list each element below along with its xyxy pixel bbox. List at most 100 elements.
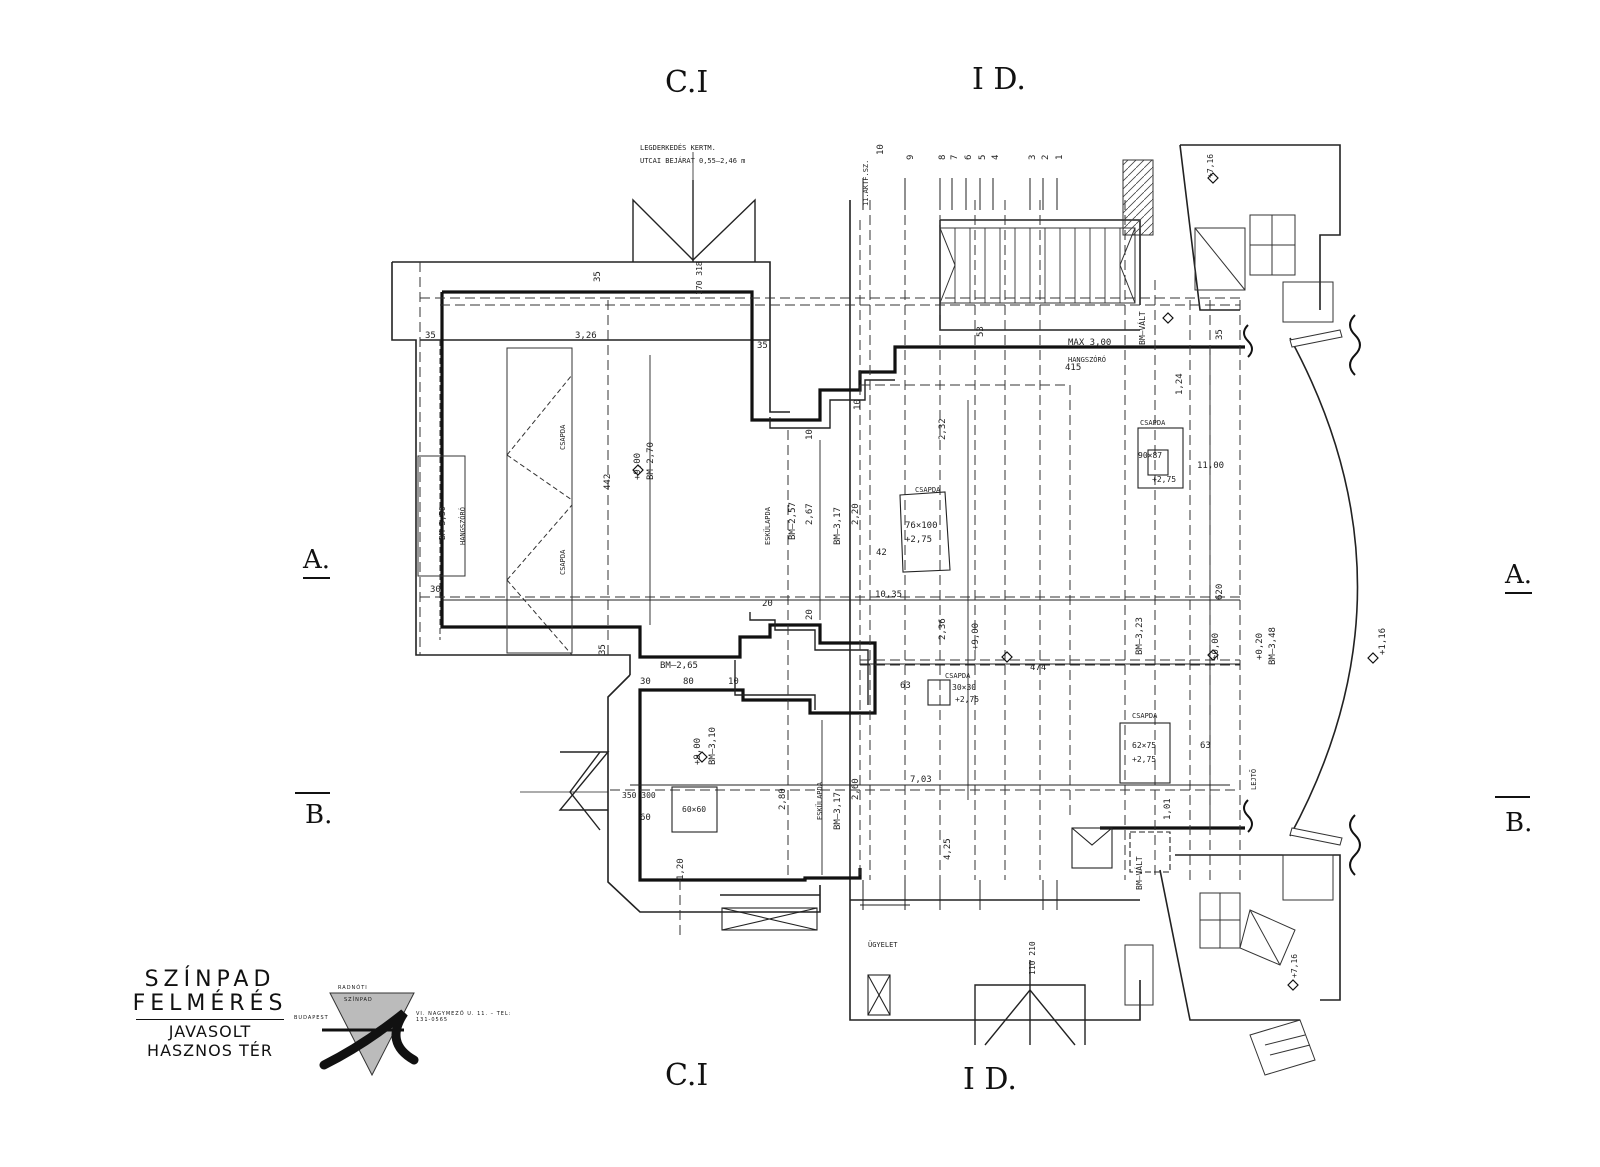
top-entrance-doors xyxy=(632,152,756,262)
label-csapda-2: CSAPDA xyxy=(559,549,567,575)
dim-260: 2,60 xyxy=(851,778,861,800)
lvl-900-a: +9,00 xyxy=(633,453,643,480)
section-label-right-b: B. xyxy=(1505,808,1533,838)
tick-10: 10 xyxy=(876,144,886,155)
dim-35: 35 xyxy=(425,331,436,341)
label-csapda-1: CSAPDA xyxy=(559,424,567,450)
label-hangszoro-1: HANGSZÓRÓ xyxy=(458,507,467,545)
dim-110-210: 110 210 xyxy=(1028,941,1037,975)
lvl-275-c: +2,75 xyxy=(955,695,979,704)
section-label-left-a: A. xyxy=(303,545,331,579)
lvl-716-a: +7,16 xyxy=(1206,154,1215,178)
dim-236: 2,36 xyxy=(938,618,948,640)
legend-line-3: JAVASOLT xyxy=(168,1022,252,1041)
dim-10b: 10 xyxy=(805,429,815,440)
logo-address: VI. NAGYMEZŐ U. 11. – TEL: 131-0565 xyxy=(416,1011,512,1023)
tick-lift: 11.AKTF.SZ. xyxy=(862,160,870,206)
dim-42: 42 xyxy=(876,548,887,558)
label-max: MAX 3,00 xyxy=(1068,338,1111,348)
dim-63b: 63 xyxy=(1200,741,1211,751)
dim-53: 53 xyxy=(976,326,986,337)
dim-226: 3,26 xyxy=(575,331,597,341)
top-stair xyxy=(939,227,1136,304)
lvl-275-d: +2,75 xyxy=(1132,755,1156,764)
label-eskulapda-2: ESKÜLAPDA xyxy=(815,781,824,820)
break-lines xyxy=(1243,314,1361,876)
tick-8: 8 xyxy=(938,155,948,160)
tick-6: 6 xyxy=(964,155,974,160)
dim-1100: 11,00 xyxy=(1197,461,1224,471)
label-eskulapda-1: ESKÜLAPDA xyxy=(763,506,772,545)
dim-10c: 10 xyxy=(853,399,863,410)
dim-63: 63 xyxy=(900,681,911,691)
tag-bm-317b: BM–3,17 xyxy=(833,792,843,830)
lvl-020: +0,20 xyxy=(1255,633,1265,660)
dim-20b: 20 xyxy=(805,609,815,620)
drawing-legend: SZÍNPAD FELMÉRÉS JAVASOLT HASZNOS TÉR xyxy=(130,968,290,1060)
lvl-116: +1,16 xyxy=(1378,628,1388,655)
dim-350-300: 350 300 xyxy=(622,791,656,800)
level-markers xyxy=(632,172,1379,991)
left-entrance-doors xyxy=(520,751,610,831)
dim-620: 620 xyxy=(1215,584,1225,600)
outer-walls xyxy=(391,144,1359,1021)
annotation-text: LEGDERKEDÉS KERTM. UTCAI BEJÁRAT 0,55–2,… xyxy=(425,143,1388,978)
section-cuts xyxy=(295,792,1530,798)
label-csapda-6: CSAPDA xyxy=(1132,712,1158,720)
dim-425: 4,25 xyxy=(943,838,953,860)
tag-bm-valt-1: BM–VÁLT xyxy=(1136,311,1147,345)
dim-120: 1,20 xyxy=(676,858,686,880)
dashed-grid xyxy=(419,200,1241,935)
legend-line-2: FELMÉRÉS xyxy=(132,991,288,1016)
dim-30: 30 xyxy=(430,585,441,595)
legend-line-4: HASZNOS TÉR xyxy=(147,1041,273,1060)
left-trapdoors xyxy=(417,340,573,656)
tag-bm-310: BM–3,10 xyxy=(708,727,718,765)
dim-80: 80 xyxy=(683,677,694,687)
box-76-100: 76×100 xyxy=(905,521,938,531)
dim-474: 474 xyxy=(1030,663,1046,673)
dim-60: 60 xyxy=(640,813,651,823)
tick-4: 4 xyxy=(991,155,1001,160)
dim-442: 442 xyxy=(603,474,613,490)
tag-bm-270: BM–2,70 xyxy=(646,442,656,480)
lvl-275-a: +2,75 xyxy=(905,535,932,545)
section-label-right-a: A. xyxy=(1505,560,1533,594)
bottom-entrance-door xyxy=(974,960,1086,1046)
label-ugyelet: ÜGYELET xyxy=(868,940,898,949)
dim-35b: 35 xyxy=(757,341,768,351)
dim-30b: 30 xyxy=(640,677,651,687)
dimension-lines xyxy=(442,350,1240,906)
dim-35e: 35 xyxy=(1215,329,1225,340)
logo-city: BUDAPEST xyxy=(294,1015,329,1021)
box-60-60: 60×60 xyxy=(682,805,706,814)
tag-bm-257: BM–2,57 xyxy=(788,502,798,540)
label-hangszoro-2: HANGSZÓRÓ xyxy=(1068,355,1106,364)
logo-mark-icon xyxy=(319,992,419,1077)
tag-bm-317: BM–3,17 xyxy=(833,507,843,545)
tick-1: 1 xyxy=(1055,155,1065,160)
lvl-900-c: +9,00 xyxy=(693,738,703,765)
box-62-75: 62×75 xyxy=(1132,741,1156,750)
legend-rule xyxy=(136,1019,284,1020)
lvl-900-b: +9,00 xyxy=(971,623,981,650)
section-label-top-c: C.I xyxy=(665,65,709,100)
box-90-87: 90×87 xyxy=(1138,451,1162,460)
section-label-bottom-c: C.I xyxy=(665,1058,709,1093)
right-wing-top xyxy=(1122,159,1343,348)
dim-170-318: 170 318 xyxy=(695,261,704,295)
dim-35c: 35 xyxy=(593,271,603,282)
tag-bm-323: BM–3,23 xyxy=(1135,617,1145,655)
dim-232: 2,32 xyxy=(938,418,948,440)
label-csapda-3: CSAPDA xyxy=(915,486,941,494)
trap-openings xyxy=(671,427,1184,1016)
label-lejto: LEJTŐ xyxy=(1249,769,1258,790)
dim-10a: 10 xyxy=(728,677,739,687)
section-label-top-d: I D. xyxy=(972,62,1026,97)
dim-1035: 10,35 xyxy=(875,590,902,600)
tick-7: 7 xyxy=(950,155,960,160)
tag-bm-valt-2: BM–VÁLT xyxy=(1133,856,1144,890)
label-csapda-5: CSAPDA xyxy=(945,672,971,680)
dim-35d: 35 xyxy=(598,644,608,655)
